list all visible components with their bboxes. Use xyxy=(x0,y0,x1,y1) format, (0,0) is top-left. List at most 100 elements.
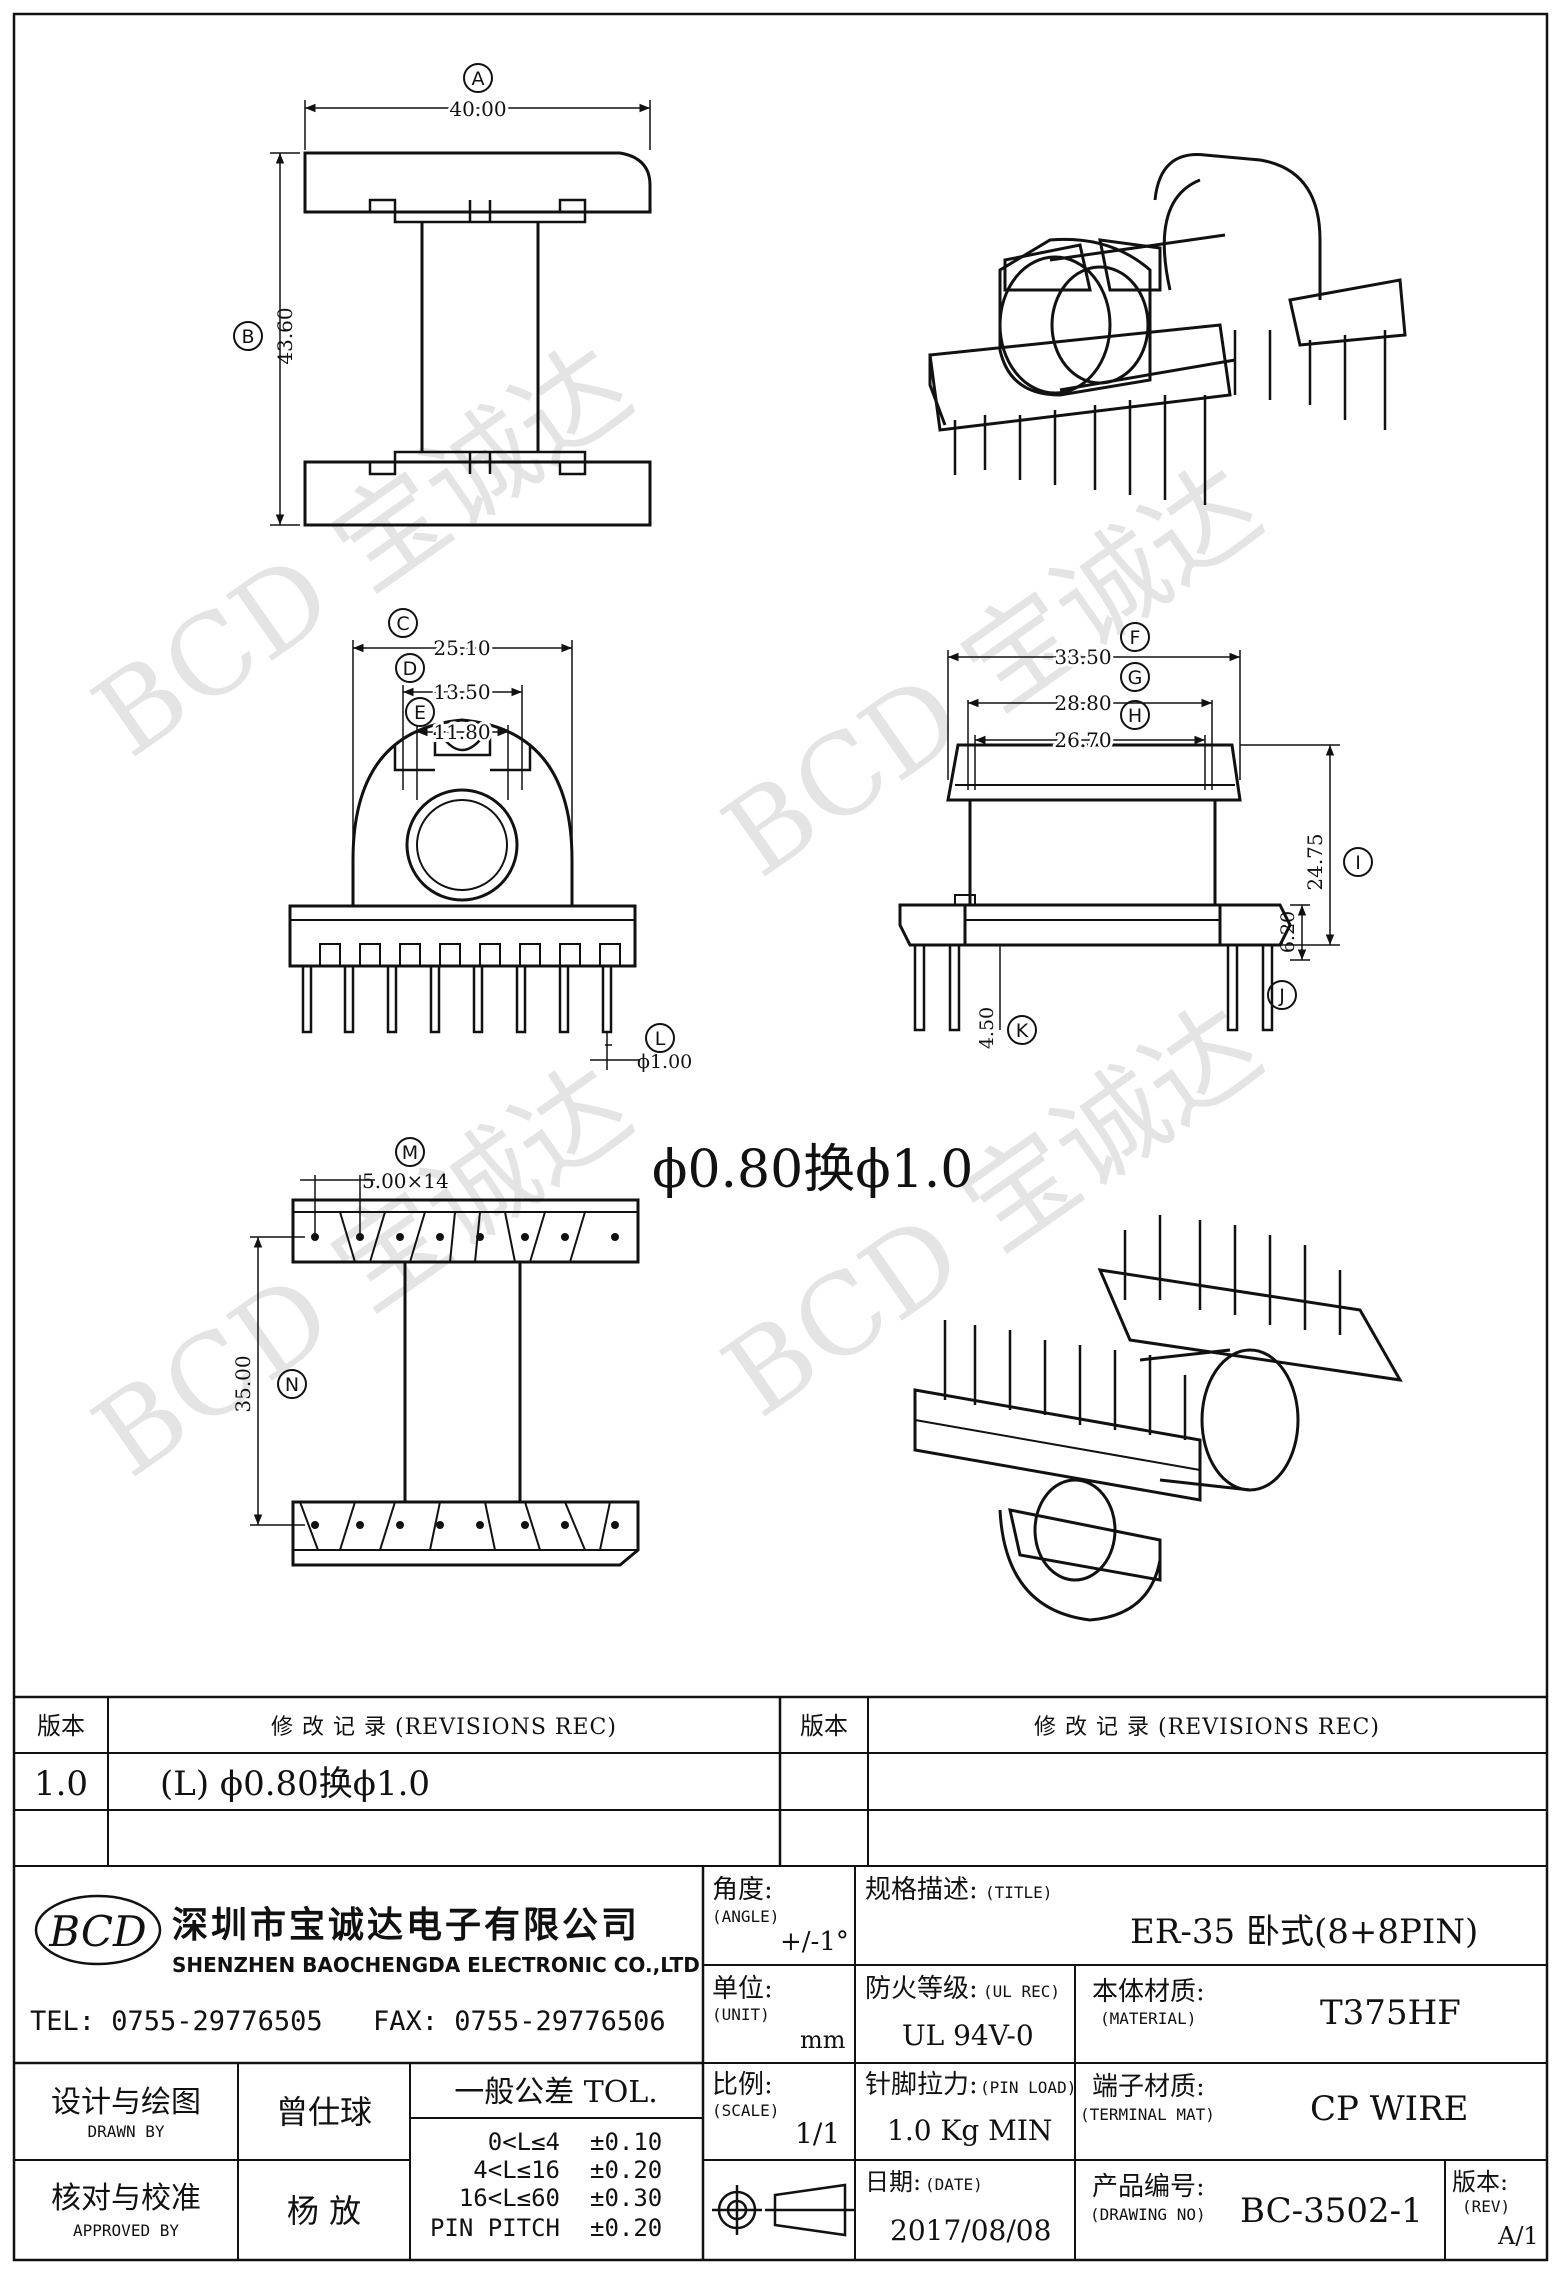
drawno-sub: (DRAWING NO) xyxy=(1090,2205,1206,2224)
scale-label: 比例: xyxy=(712,2070,773,2100)
date-value: 2017/08/08 xyxy=(890,2214,1051,2247)
rev-row-content: (L) ϕ0.80换ϕ1.0 xyxy=(160,1764,430,1804)
dim-N: N 35.00 xyxy=(231,1236,307,1526)
dim-L: L ϕ1.00 xyxy=(590,1023,692,1073)
title-value: ER-35 卧式(8+8PIN) xyxy=(1130,1912,1478,1952)
sheet-border xyxy=(12,12,1549,2262)
rev-sub: (REV) xyxy=(1462,2197,1510,2216)
svg-text:40.00: 40.00 xyxy=(449,97,506,121)
company-tel: TEL: 0755-29776505 xyxy=(30,2006,323,2037)
angle-label: 角度: xyxy=(712,1875,773,1905)
svg-text:BCD 宝诚达: BCD 宝诚达 xyxy=(71,1041,652,1502)
svg-text:H: H xyxy=(1128,705,1142,727)
fire-sub: (UL REC) xyxy=(983,1982,1060,2001)
dim-H: H 26.70 xyxy=(974,700,1206,790)
view-bottom xyxy=(291,1198,640,1567)
svg-text:F: F xyxy=(1130,627,1141,649)
rev-row-version: 1.0 xyxy=(34,1764,88,1804)
fire-value: UL 94V-0 xyxy=(902,2019,1034,2052)
terminal-sub: (TERMINAL MAT) xyxy=(1080,2105,1215,2124)
dim-J: J 6.20 xyxy=(1267,904,1310,1010)
scale-sub: (SCALE) xyxy=(712,2101,779,2120)
svg-text:±0.10: ±0.10 xyxy=(590,2128,662,2156)
company-fax: FAX: 0755-29776506 xyxy=(373,2006,666,2037)
pinload-value: 1.0 Kg MIN xyxy=(887,2114,1052,2147)
svg-text:J: J xyxy=(1278,985,1285,1007)
dim-F: F 33.50 xyxy=(947,622,1241,780)
dim-B: B 43.60 xyxy=(233,152,300,526)
svg-text:±0.20: ±0.20 xyxy=(590,2156,662,2184)
company-logo: BCD xyxy=(34,1894,162,1966)
rev-header-record-left: 修 改 记 录 (REVISIONS REC) xyxy=(271,1715,617,1740)
svg-text:N: N xyxy=(285,1374,299,1396)
dim-K: K 4.50 xyxy=(976,945,1037,1049)
approved-label: 核对与校准 xyxy=(51,2181,201,2216)
terminal-label: 端子材质: xyxy=(1092,2072,1205,2102)
svg-text:25.10: 25.10 xyxy=(433,636,490,660)
svg-text:L: L xyxy=(655,1028,666,1050)
view-iso-1 xyxy=(928,153,1407,505)
svg-text:I: I xyxy=(1355,852,1361,874)
view-iso-2 xyxy=(913,1215,1403,1622)
svg-text:A: A xyxy=(472,68,485,90)
view-side-left xyxy=(288,718,637,1034)
view-front xyxy=(898,743,1292,1032)
svg-text:BCD: BCD xyxy=(48,1907,146,1956)
svg-text:ϕ1.00: ϕ1.00 xyxy=(637,1051,692,1073)
drawn-label: 设计与绘图 xyxy=(51,2085,201,2120)
svg-text:33.50: 33.50 xyxy=(1054,645,1111,669)
svg-text:24.75: 24.75 xyxy=(1303,833,1327,890)
svg-text:±0.20: ±0.20 xyxy=(590,2214,662,2242)
company-name-en: SHENZHEN BAOCHENGDA ELECTRONIC CO.,LTD xyxy=(172,1953,700,1977)
fire-label: 防火等级: xyxy=(865,1974,978,2004)
projection-symbol-icon xyxy=(712,2183,855,2237)
tol-title: 一般公差 TOL. xyxy=(454,2075,658,2110)
svg-text:5.00×14: 5.00×14 xyxy=(362,1169,449,1193)
title-block xyxy=(14,1695,1547,2260)
drawno-value: BC-3502-1 xyxy=(1240,2191,1423,2231)
material-sub: (MATERIAL) xyxy=(1100,2009,1196,2028)
svg-text:35.00: 35.00 xyxy=(231,1355,255,1412)
svg-text:11.80: 11.80 xyxy=(433,720,490,744)
view-top xyxy=(303,151,652,527)
angle-value: +/-1° xyxy=(780,1927,849,1957)
svg-text:4.50: 4.50 xyxy=(976,1007,998,1049)
drawn-sub: DRAWN BY xyxy=(87,2122,164,2141)
svg-text:G: G xyxy=(1128,667,1143,689)
rev-header-version-left: 版本 xyxy=(37,1712,85,1740)
svg-text:K: K xyxy=(1016,1020,1029,1042)
svg-text:28.80: 28.80 xyxy=(1054,691,1111,715)
pinload-sub: (PIN LOAD) xyxy=(980,2078,1076,2097)
date-sub: (DATE) xyxy=(925,2175,983,2194)
material-value: T375HF xyxy=(1320,1993,1461,2033)
dim-A: A 40.00 xyxy=(304,63,651,150)
svg-text:B: B xyxy=(241,326,254,348)
svg-text:6.20: 6.20 xyxy=(1277,911,1299,953)
approved-sub: APPROVED BY xyxy=(73,2221,179,2240)
svg-text:PIN PITCH: PIN PITCH xyxy=(430,2214,560,2242)
svg-text:BCD 宝诚达: BCD 宝诚达 xyxy=(71,321,652,782)
dim-I: I 24.75 xyxy=(1240,744,1373,946)
dim-C: C 25.10 xyxy=(352,608,573,860)
svg-text:0<L≤4: 0<L≤4 xyxy=(488,2128,560,2156)
drawn-value: 曾仕球 xyxy=(276,2093,372,2131)
scale-value: 1/1 xyxy=(795,2117,840,2150)
svg-text:E: E xyxy=(414,702,426,724)
dim-E: E 11.80 xyxy=(405,697,509,800)
approved-value: 杨 放 xyxy=(287,2192,361,2230)
rev-header-version-right: 版本 xyxy=(800,1712,848,1740)
svg-text:±0.30: ±0.30 xyxy=(590,2184,662,2212)
svg-text:BCD 宝诚达: BCD 宝诚达 xyxy=(701,441,1282,902)
date-label: 日期: xyxy=(865,2168,921,2196)
svg-text:26.70: 26.70 xyxy=(1054,728,1111,752)
svg-text:13.50: 13.50 xyxy=(433,680,490,704)
unit-value: mm xyxy=(800,2026,846,2054)
company-name-cn: 深圳市宝诚达电子有限公司 xyxy=(172,1905,640,1946)
note-pin-change: ϕ0.80换ϕ1.0 xyxy=(652,1140,973,1200)
dim-D: D 13.50 xyxy=(395,653,523,790)
dim-G: G 28.80 xyxy=(967,662,1213,790)
tolerance-list: 0<L≤4 ±0.10 4<L≤16 ±0.20 16<L≤60 ±0.30 P… xyxy=(430,2128,662,2242)
rev-label: 版本: xyxy=(1452,2168,1508,2196)
svg-text:16<L≤60: 16<L≤60 xyxy=(459,2184,560,2212)
drawno-label: 产品编号: xyxy=(1092,2172,1205,2202)
